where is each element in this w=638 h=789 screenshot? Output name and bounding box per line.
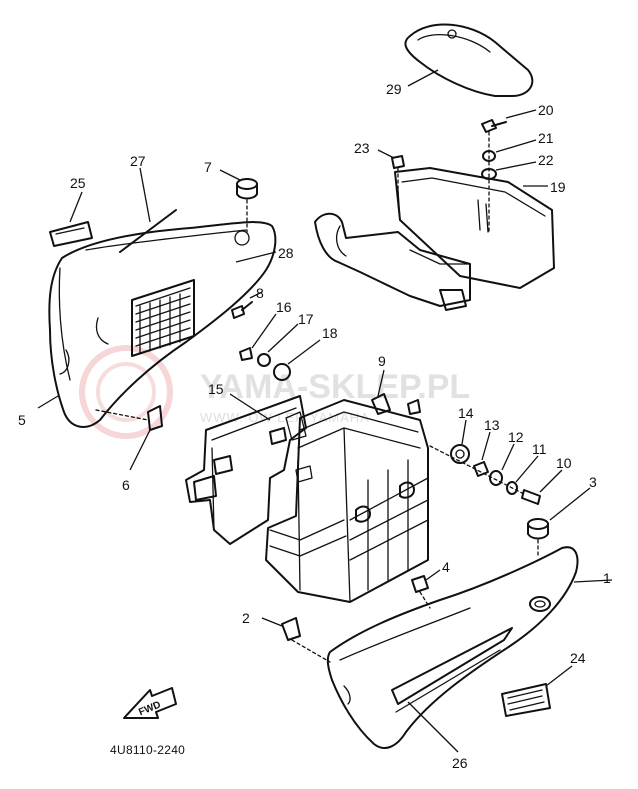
part-label-12: 12 [508,429,524,445]
part-1-right-cover [326,546,579,749]
part-label-23: 23 [354,140,370,156]
part-3-grommet [527,518,549,540]
part-19-tray [314,167,555,311]
part-label-24: 24 [570,650,586,666]
part-2-clip [281,617,301,641]
part-label-13: 13 [484,417,500,433]
part-label-9: 9 [378,353,386,369]
part-12-washer [489,470,503,486]
part-label-11: 11 [532,441,547,457]
watermark-subtitle: WWW. OW LER YAMAHA [200,410,370,425]
part-label-1: 1 [603,570,611,586]
part-20-bolt [481,119,507,133]
part-label-2: 2 [242,610,250,626]
part-label-8: 8 [256,285,264,301]
part-label-3: 3 [589,474,597,490]
part-label-29: 29 [386,81,402,97]
part-18-collar [273,363,291,381]
part-label-7: 7 [204,159,212,175]
part-label-14: 14 [458,405,474,421]
watermark-title: YAMA-SKLEP.PL [200,368,470,406]
part-label-15: 15 [208,381,224,397]
part-label-28: 28 [278,245,294,261]
part-label-5: 5 [18,412,26,428]
part-label-10: 10 [556,455,572,471]
part-labels: 1 2 3 4 5 6 7 8 9 10 11 12 13 14 15 16 1… [18,81,611,771]
part-label-16: 16 [276,299,292,315]
part-label-21: 21 [538,130,554,146]
part-6-clip [147,405,163,431]
part-label-20: 20 [538,102,554,118]
part-4-screw [411,575,429,593]
part-27-stripe [119,209,177,253]
part-label-18: 18 [322,325,338,341]
part-label-26: 26 [452,755,468,771]
part-14-grommet [450,444,470,464]
drawing-code: 4U8110-2240 [110,743,185,757]
part-26-leader [407,701,459,753]
part-11-washer [506,481,518,495]
part-label-22: 22 [538,152,554,168]
part-13-collar [473,461,489,477]
part-10-bolt [521,489,541,505]
part-label-4: 4 [442,559,450,575]
part-17-washer [257,353,271,367]
part-label-25: 25 [70,175,86,191]
part-9-battery [265,393,429,603]
part-label-17: 17 [298,311,314,327]
part-8-screw [231,301,253,319]
part-15-bracket [185,395,307,545]
part-29-pad [404,23,534,97]
part-27-left-cover [48,221,277,428]
part-23-grommet [391,155,405,169]
fwd-label: FWD [137,700,162,719]
part-label-27: 27 [130,153,146,169]
watermark: YAMA-SKLEP.PL WWW. OW LER YAMAHA [79,345,470,439]
part-label-6: 6 [122,477,130,493]
part-24-emblem [501,683,551,717]
watermark-logo-ring [79,345,173,439]
part-25-emblem [49,221,93,247]
watermark-logo-inner [96,362,156,422]
part-16-screw [239,347,253,361]
part-7-grommet [236,178,258,200]
part-label-19: 19 [550,179,566,195]
fwd-arrow-icon: FWD [123,687,177,719]
